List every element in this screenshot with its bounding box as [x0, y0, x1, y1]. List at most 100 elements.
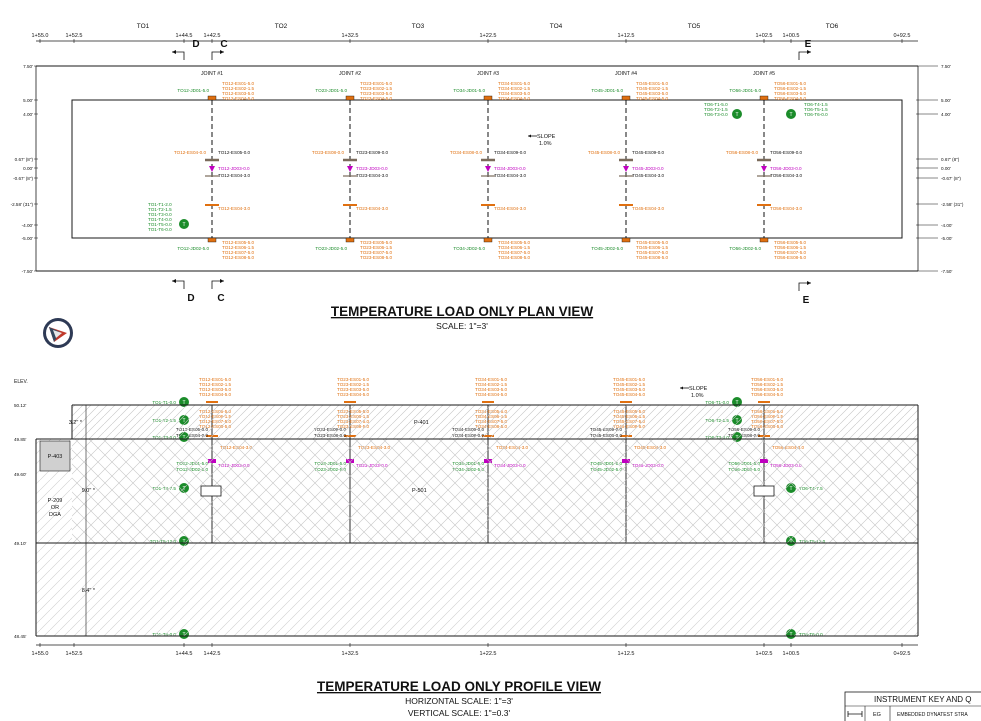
section-e-bottom-letter: E [803, 295, 810, 306]
bottom-station-7: 1+02.5 [756, 651, 773, 657]
top-station-2: 1+44.5 [176, 33, 193, 39]
legend-box [844, 691, 981, 721]
plan-left-offset-2: 4.00' [23, 112, 33, 117]
joint-5-top-id: TO56-JD01-5.0 [729, 88, 761, 93]
legend-desc: EMBEDDED DYNATEST STRA [897, 712, 968, 718]
joint-2-bottom-gauge [345, 237, 355, 243]
layer-p401 [72, 405, 918, 439]
depth-label-3: 8.4" * [82, 588, 96, 594]
joint-5-bottom-list-0: TO56-ES05-5.0 [774, 240, 807, 245]
profile-joint-2-top-list-1: TO23-ES02-1.5 [337, 382, 370, 387]
joint-1-top-list-0: TO12-ES01-5.0 [222, 81, 255, 86]
joint-3-low: TO34-ES04-3.0 [494, 206, 527, 211]
profile-joint-2-top-list-0: TO23-ES01-5.0 [337, 377, 370, 382]
section-e-bottom-arrowhead [807, 281, 811, 285]
joint-2-mid-magenta: TO23-JD03-0.0 [356, 166, 388, 171]
plan-green-dot-right-a [732, 109, 742, 119]
joint-2-bottom-list-2: TO23-ES07-5.0 [360, 250, 393, 255]
joint-4-bottom-list-1: TO45-ES06-1.5 [636, 245, 669, 250]
joint-5-top-list-1: TO56-ES02-1.5 [774, 86, 807, 91]
plan-left-offset-9: -7.50' [22, 269, 33, 274]
section-c-bottom-arrow [211, 280, 224, 289]
joint-3-bottom-list-1: TO34-ES06-1.5 [498, 245, 531, 250]
joint-4-mid-magenta: TO45-JD03-0.0 [632, 166, 664, 171]
plan-green-left-2: TO1-T3-0.0 [148, 212, 172, 217]
section-c-top-arrowhead [220, 50, 224, 54]
profile-joint-1-top-list-0: TO12-ES01-5.0 [199, 377, 232, 382]
joint-3-top-list-1: TO34-ES02-1.5 [498, 86, 531, 91]
plan-green-left-0: TO1-T1-2.0 [148, 202, 172, 207]
joint-2-top-gauge [345, 95, 355, 101]
slab-label-to6: TO6 [826, 23, 839, 30]
plan-right-offset-7: -4.00' [941, 223, 952, 228]
layer-label-p401: P-401 [414, 420, 429, 426]
joint-5-top-gauge [759, 95, 769, 101]
joint-4-top-list-1: TO45-ES02-1.5 [636, 86, 669, 91]
joint-4-top-list-2: TO45-ES03-5.0 [636, 91, 669, 96]
joint-2-top-list-1: TO23-ES02-1.5 [360, 86, 393, 91]
joint-2-bottom-list-1: TO23-ES06-1.5 [360, 245, 393, 250]
profile-green-dot-left-0-mark: T [182, 400, 185, 406]
section-e-bottom-arrow [798, 282, 811, 291]
section-c-top-letter: C [220, 39, 227, 50]
bottom-station-0: 1+55.0 [32, 651, 49, 657]
top-station-3: 1+42.5 [204, 33, 221, 39]
joint-3-magenta-marker [485, 166, 491, 172]
left-label-dga: DGA [49, 512, 61, 518]
profile-joint-3-top-list-1: TO34-ES02-1.5 [475, 382, 508, 387]
legend-title: INSTRUMENT KEY AND Q [874, 695, 972, 704]
plan-right-offset-5: -0.67' (8") [941, 176, 961, 181]
joint-3-top-list-2: TO34-ES03-5.0 [498, 91, 531, 96]
layer-p501 [72, 439, 918, 543]
joint-1-bottom-gauge [207, 237, 217, 243]
joint-5-bottom-gauge [759, 237, 769, 243]
plan-green-right-a-0: TO6-T1-5.0 [704, 102, 728, 107]
joint-4-top-list-0: TO45-ES01-5.0 [636, 81, 669, 86]
plan-left-offset-0: 7.50' [23, 64, 33, 69]
plan-left-offset-7: -4.00' [22, 223, 33, 228]
joint-2-top-list-3: TO23-ES04-5.0 [360, 96, 393, 101]
bottom-station-6: 1+12.5 [618, 651, 635, 657]
joint-2-mid-lower: TO23-ES04-3.0 [356, 173, 389, 178]
joint-2-top-list-0: TO23-ES01-5.0 [360, 81, 393, 86]
depth-label-2: 9.0" * [82, 488, 96, 494]
plan-green-dot-right-b [786, 109, 796, 119]
section-d-top-arrow [172, 51, 185, 60]
p403-label: P-403 [48, 454, 63, 460]
top-station-8: 1+00.5 [783, 33, 800, 39]
plan-green-left-1: TO1-T2-1.5 [148, 207, 172, 212]
joint-4-bottom-list-0: TO45-ES05-5.0 [636, 240, 669, 245]
plan-green-left-4: TO1-T5-0.0 [148, 222, 172, 227]
plan-green-right-a-1: TO6-T2-1.5 [704, 107, 728, 112]
joint-4-bottom-id: TO45-JD02-5.0 [591, 246, 623, 251]
top-station-9: 0+92.5 [894, 33, 911, 39]
joint-2-low: TO23-ES04-3.0 [356, 206, 389, 211]
joint-5-magenta-marker [761, 166, 767, 172]
top-station-6: 1+12.5 [618, 33, 635, 39]
joint-2-bottom-list-0: TO23-ES05-5.0 [360, 240, 393, 245]
joint-5-mid-magenta: TO56-JD03-0.0 [770, 166, 802, 171]
section-d-top-arrowhead [172, 50, 176, 54]
joint-3-mid-magenta: TO34-JD03-0.0 [494, 166, 526, 171]
joint-4-top-gauge [621, 95, 631, 101]
joint-2-magenta-marker [347, 166, 353, 172]
profile-elev-2: 49.60' [14, 472, 26, 477]
top-station-7: 1+02.5 [756, 33, 773, 39]
plan-slope-value: 1.0% [539, 141, 552, 147]
joint-1-mid-magenta: TO12-JD03-0.0 [218, 166, 250, 171]
joint-5-mid-lower: TO56-ES04-3.0 [770, 173, 803, 178]
plan-right-offset-8: -5.00' [941, 236, 952, 241]
profile-joint-4-top-list-1: TO45-ES02-1.5 [613, 382, 646, 387]
joint-1-mid-upper-left: TO12-ES04-0.0 [174, 150, 207, 155]
profile-green-dot-right-0-mark: T [735, 400, 738, 406]
profile-joint-2-top-list-2: TO23-ES03-5.0 [337, 387, 370, 392]
profile-v-scale: VERTICAL SCALE: 1"=0.3' [408, 708, 511, 718]
profile-joint-3-top-list-3: TO34-ES04-5.0 [475, 392, 508, 397]
section-e-top-arrow [798, 51, 811, 60]
joint-4-bottom-gauge [621, 237, 631, 243]
depth-label-1: 3.2" * [69, 420, 83, 426]
joint-2-label: JOINT #2 [339, 71, 361, 77]
joint-4-low: TO45-ES04-3.0 [632, 206, 665, 211]
joint-3-mid-upper: TO34-ES09-0.0 [494, 150, 527, 155]
